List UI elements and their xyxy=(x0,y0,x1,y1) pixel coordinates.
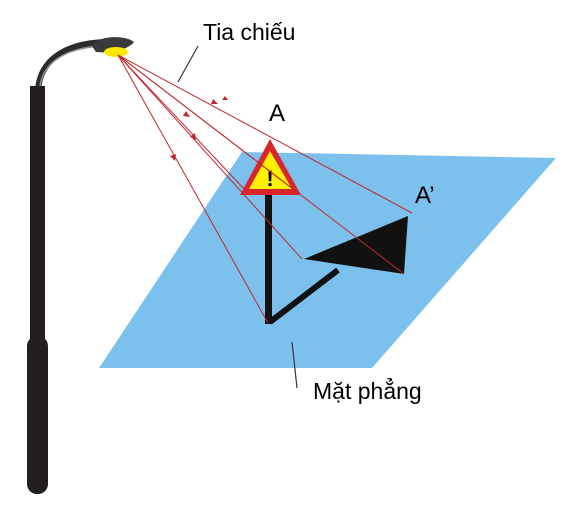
arrowhead xyxy=(211,99,218,104)
shadow-triangle xyxy=(304,216,408,274)
projection-rays xyxy=(117,54,413,324)
signpost-shadow xyxy=(268,216,408,325)
ray-to-sign-bottom xyxy=(117,54,405,275)
mat-phang-leader xyxy=(291,341,298,389)
lamp-light-icon xyxy=(104,47,128,57)
arrowhead xyxy=(170,154,176,161)
label-mat-phang: Mặt phẳng xyxy=(313,376,422,404)
lamp-pole-base xyxy=(27,336,48,494)
ray-to-sign-left xyxy=(117,54,247,192)
label-point-a-prime: A’ xyxy=(415,182,435,209)
warning-sign-symbol: ! xyxy=(266,166,273,191)
tia-chieu-leader xyxy=(177,45,199,83)
lamp-pole xyxy=(30,86,45,340)
ray-arrowheads xyxy=(170,96,228,161)
lamp-arm-highlight xyxy=(39,45,103,87)
label-tia-chieu: Tia chiếu xyxy=(203,19,295,45)
arrowhead xyxy=(190,133,196,140)
signpost-pole xyxy=(265,192,272,324)
ray-to-a-prime xyxy=(117,54,413,214)
lamp-arm xyxy=(35,39,107,93)
arrowhead xyxy=(222,96,228,100)
label-point-a: A xyxy=(269,100,285,127)
street-lamp xyxy=(27,37,134,494)
arrowhead xyxy=(183,111,190,117)
ray-to-shadow-corner xyxy=(117,54,303,260)
ray-to-pole-base xyxy=(117,54,269,324)
shadow-pole xyxy=(268,267,340,325)
